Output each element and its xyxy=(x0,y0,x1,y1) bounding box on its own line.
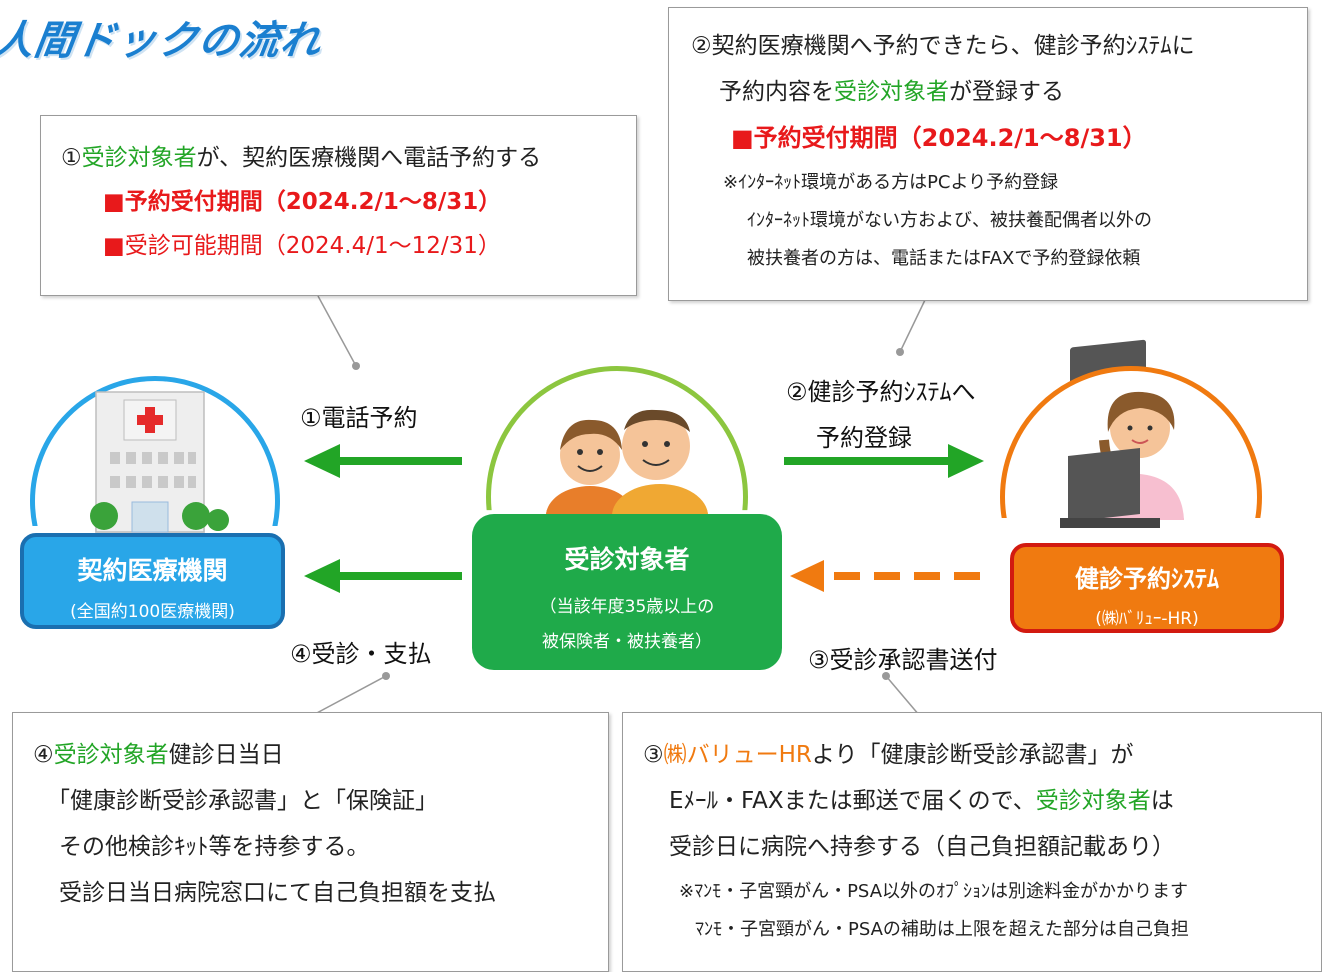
note2-line1: ②契約医療機関へ予約できたら、健診予約ｼｽﾃﾑに xyxy=(691,33,1195,59)
flow-label-system-1: ②健診予約ｼｽﾃﾑへ xyxy=(786,378,976,406)
note1-headline: ①受診対象者が、契約医療機関へ電話予約する xyxy=(61,138,541,172)
person-node: 受診対象者 （当該年度35歳以上の 被保険者・被扶養者） xyxy=(472,514,782,670)
callout-dot-1 xyxy=(352,362,360,370)
note-step2: ②契約医療機関へ予約できたら、健診予約ｼｽﾃﾑに 予約内容を受診対象者が登録する… xyxy=(668,7,1308,301)
callout-dot-3 xyxy=(882,672,890,680)
hospital-title: 契約医療機関 xyxy=(77,556,228,585)
note-step1: ①受診対象者が、契約医療機関へ電話予約する ■予約受付期間（2024.2/1～8… xyxy=(40,115,637,296)
system-title: 健診予約ｼｽﾃﾑ xyxy=(1075,565,1219,593)
callout-line-2 xyxy=(899,299,926,353)
flow-label-phone: ①電話予約 xyxy=(300,404,418,432)
note-step3: ③㈱バリューHRより「健康診断受診承認書」が Eﾒｰﾙ・FAXまたは郵送で届くの… xyxy=(622,712,1322,972)
note4-line4: 受診日当日病院窓口にて自己負担額を支払 xyxy=(59,880,496,906)
note1-actor: 受診対象者 xyxy=(81,145,197,171)
note2-line2-pre: 予約内容を xyxy=(719,79,834,105)
note3-line2-post: は xyxy=(1150,788,1174,814)
note2-sub2: ｲﾝﾀｰﾈｯﾄ環境がない方および、被扶養配偶者以外の xyxy=(747,210,1152,231)
arrow-approval-sending xyxy=(790,560,980,592)
person-title: 受診対象者 xyxy=(564,545,690,574)
arrow-exam-payment xyxy=(304,559,462,593)
note3-sub1: ※ﾏﾝﾓ・子宮頸がん・PSA以外のｵﾌﾟｼｮﾝは別途料金がかかります xyxy=(679,881,1189,902)
system-subtitle: (㈱ﾊﾞﾘｭｰ-HR) xyxy=(1095,609,1199,629)
person-subtitle-2: 被保険者・被扶養者） xyxy=(542,632,712,652)
person-subtitle-1: （当該年度35歳以上の xyxy=(539,597,715,617)
note-step4: ④受診対象者健診日当日 「健康診断受診承認書」と「保険証」 その他検診ｷｯﾄ等を… xyxy=(12,712,609,972)
flow-label-exam: ④受診・支払 xyxy=(290,640,432,668)
note3-company: ㈱バリューHR xyxy=(663,742,812,768)
note3-sub2: ﾏﾝﾓ・子宮頸がん・PSAの補助は上限を超えた部分は自己負担 xyxy=(695,919,1189,940)
arrow-phone-reservation xyxy=(304,444,462,478)
note1-exam-period: ■受診可能期間（2024.4/1～12/31） xyxy=(103,233,501,259)
note3-actor: 受診対象者 xyxy=(1035,788,1151,814)
flow-label-approval: ③受診承認書送付 xyxy=(808,646,998,674)
note3-line2-pre: Eﾒｰﾙ・FAXまたは郵送で届くので、 xyxy=(669,788,1036,814)
note1-reservation-period: ■予約受付期間（2024.2/1～8/31） xyxy=(103,189,502,215)
note3-prefix: ③ xyxy=(643,742,664,768)
note2-actor: 受診対象者 xyxy=(834,79,949,105)
note3-line2: Eﾒｰﾙ・FAXまたは郵送で届くので、受診対象者は xyxy=(669,781,1174,815)
callout-line-1 xyxy=(317,295,357,367)
note4-line2: 「健康診断受診承認書」と「保険証」 xyxy=(47,788,438,814)
callout-dot-4 xyxy=(382,672,390,680)
note2-reservation-period: ■予約受付期間（2024.2/1～8/31） xyxy=(731,124,1147,152)
note3-line1-post: より「健康診断受診承認書」が xyxy=(811,742,1134,768)
hospital-node: 契約医療機関 (全国約100医療機関) xyxy=(20,533,285,629)
note1-text: が、契約医療機関へ電話予約する xyxy=(196,145,542,171)
system-node: 健診予約ｼｽﾃﾑ (㈱ﾊﾞﾘｭｰ-HR) xyxy=(1010,543,1284,633)
flow-label-system-2: 予約登録 xyxy=(816,424,912,452)
note3-line1: ③㈱バリューHRより「健康診断受診承認書」が xyxy=(643,735,1133,769)
note1-prefix: ① xyxy=(61,145,82,171)
note4-actor: 受診対象者 xyxy=(53,742,169,768)
callout-dot-2 xyxy=(896,348,904,356)
hospital-subtitle: (全国約100医療機関) xyxy=(70,602,235,622)
note2-sub3: 被扶養者の方は、電話またはFAXで予約登録依頼 xyxy=(747,248,1141,269)
note2-line2: 予約内容を受診対象者が登録する xyxy=(719,72,1064,106)
note3-line3: 受診日に病院へ持参する（自己負担額記載あり） xyxy=(669,834,1175,860)
note2-sub1: ※ｲﾝﾀｰﾈｯﾄ環境がある方はPCより予約登録 xyxy=(723,172,1059,193)
note2-line2-post: が登録する xyxy=(949,79,1064,105)
note4-prefix: ④ xyxy=(33,742,54,768)
note4-line1: ④受診対象者健診日当日 xyxy=(33,735,284,769)
note4-line1-post: 健診日当日 xyxy=(168,742,284,768)
note4-line3: その他検診ｷｯﾄ等を持参する。 xyxy=(59,834,370,860)
arrow-system-registration xyxy=(784,444,984,478)
